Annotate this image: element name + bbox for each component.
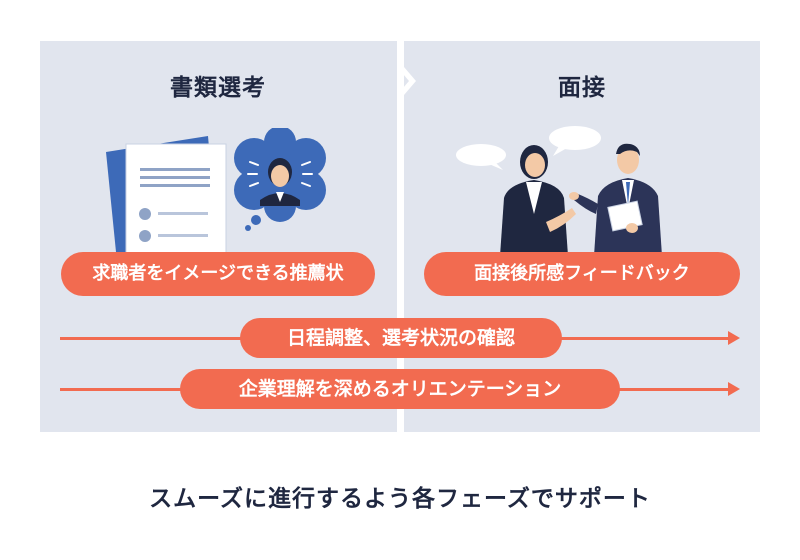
interview-people-icon — [500, 143, 662, 256]
speech-bubble-icon — [456, 126, 601, 170]
deliverable-pill-interview-feedback: 面接後所感フィードバック — [424, 252, 740, 296]
candidate-portrait-thought-bubble-icon — [234, 128, 326, 231]
arrow-head-icon — [728, 382, 740, 396]
footer-caption: スムーズに進行するよう各フェーズでサポート — [149, 486, 651, 512]
support-pill-scheduling: 日程調整、選考状況の確認 — [240, 318, 562, 358]
stage-title-document-screening: 書類選考 — [170, 75, 266, 101]
document-icon — [106, 136, 227, 255]
arrow-head-icon — [728, 331, 740, 345]
deliverable-pill-recommendation-letter: 求職者をイメージできる推薦状 — [61, 252, 375, 296]
stage-panel-interview — [404, 41, 760, 432]
stage-title-interview: 面接 — [558, 75, 606, 101]
support-pill-orientation: 企業理解を深めるオリエンテーション — [180, 369, 620, 409]
